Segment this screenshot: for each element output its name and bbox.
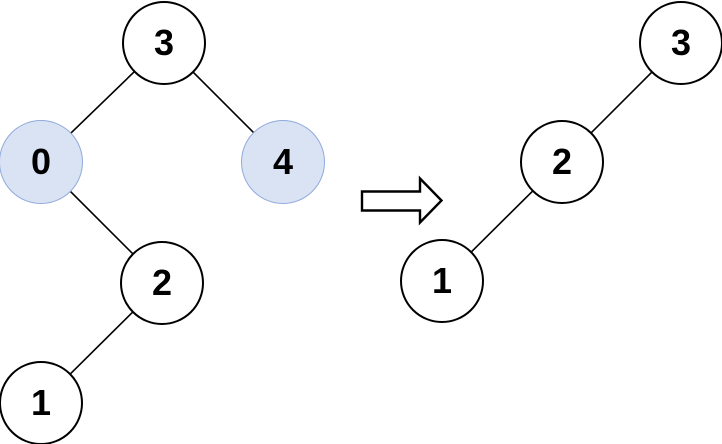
after-node-1: 1 — [400, 239, 484, 323]
after-node-2: 2 — [520, 120, 604, 204]
right-arrow-icon — [360, 175, 444, 226]
before-node-2: 2 — [120, 241, 204, 325]
before-node-3: 3 — [122, 1, 206, 85]
after-node-3: 3 — [639, 1, 722, 85]
before-node-1: 1 — [0, 361, 83, 444]
before-node-4: 4 — [241, 120, 325, 204]
before-node-0: 0 — [0, 120, 83, 204]
